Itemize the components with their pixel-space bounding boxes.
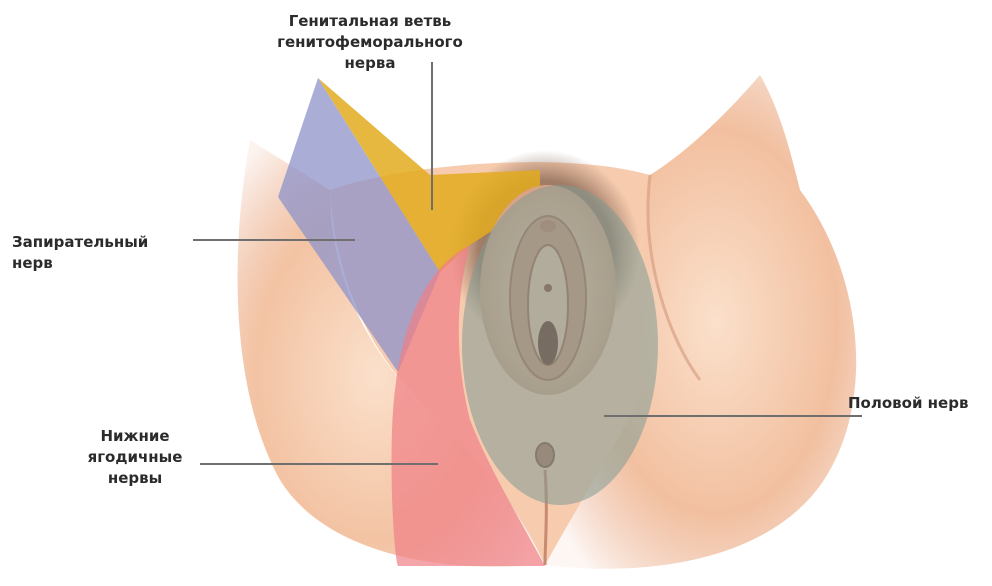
obturator-label-line-2: нерв [12,253,148,274]
pudendal-label: Половой нерв [848,393,968,414]
genital-branch-label-line-2: генитофеморального [250,32,490,53]
pudendal-nerve-zone [462,185,658,505]
genital-branch-label-line-3: нерва [250,53,490,74]
genital-branch-label: Генитальная ветвь генитофеморального нер… [250,11,490,74]
pudendal-label-line-1: Половой нерв [848,393,968,414]
gluteal-label-line-1: Нижние [60,426,210,447]
obturator-label: Запирательный нерв [12,232,148,274]
genital-branch-label-line-1: Генитальная ветвь [250,11,490,32]
gluteal-label-line-2: ягодичные [60,447,210,468]
gluteal-label-line-3: нервы [60,468,210,489]
obturator-label-line-1: Запирательный [12,232,148,253]
gluteal-label: Нижние ягодичные нервы [60,426,210,489]
